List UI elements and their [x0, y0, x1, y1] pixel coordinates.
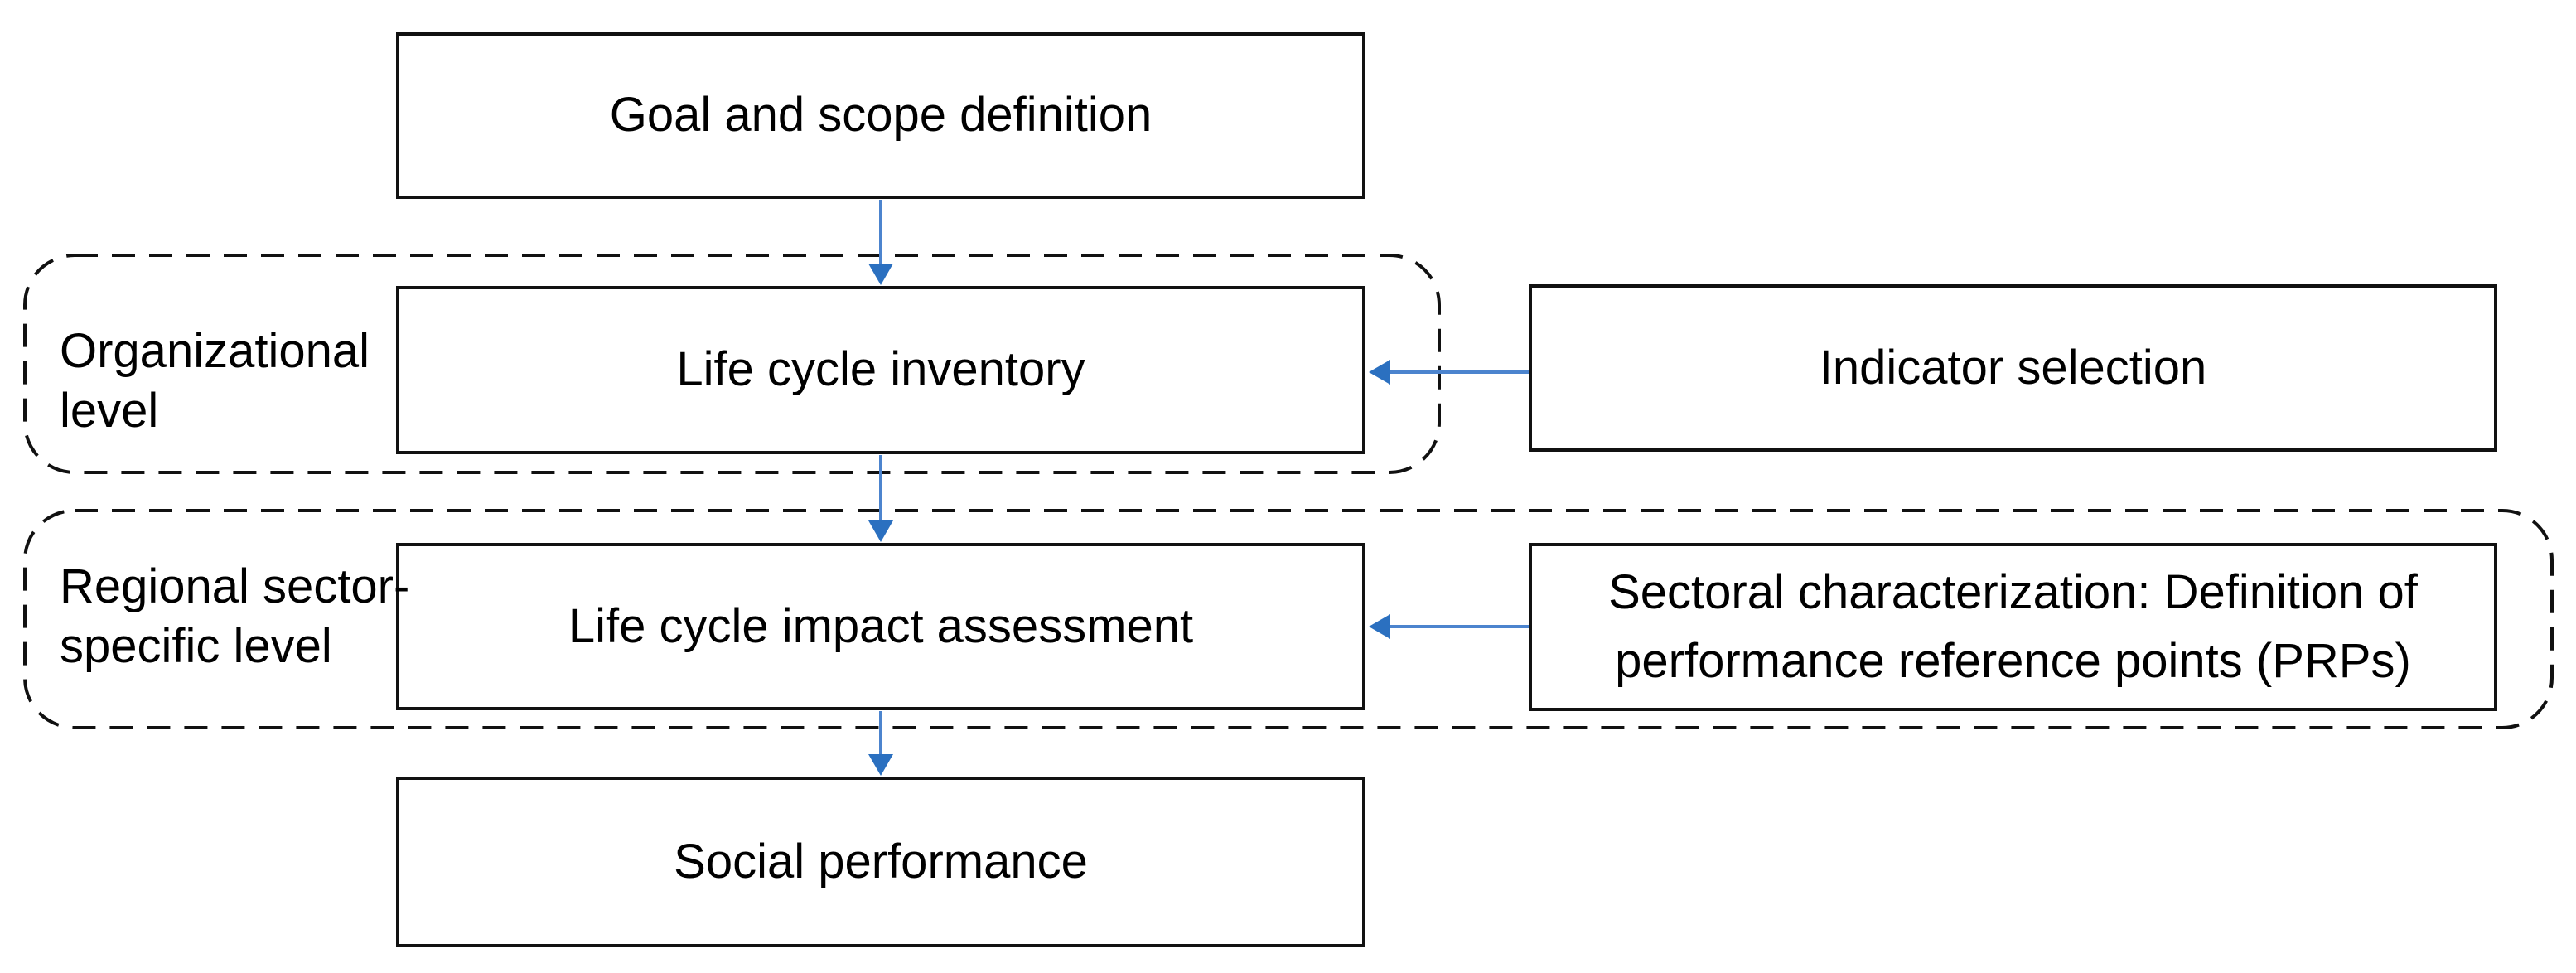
regional-level-line1: Regional sector-	[60, 559, 410, 613]
organizational-level-line2: level	[60, 383, 159, 438]
organizational-level-label: Organizational level	[60, 322, 370, 441]
social-performance-box: Social performance	[396, 777, 1365, 947]
regional-level-line2: specific level	[60, 618, 332, 673]
life-cycle-impact-assessment-label: Life cycle impact assessment	[568, 598, 1194, 653]
sectoral-characterization-line1: Sectoral characterization: Definition of	[1608, 565, 2418, 620]
goal-and-scope-label: Goal and scope definition	[609, 88, 1153, 143]
indicator-selection-label: Indicator selection	[1819, 340, 2207, 395]
life-cycle-inventory-label: Life cycle inventory	[676, 342, 1085, 397]
indicator-selection-box: Indicator selection	[1529, 284, 2497, 452]
social-performance-label: Social performance	[674, 834, 1088, 888]
sectoral-characterization-box: Sectoral characterization: Definition of…	[1529, 543, 2497, 711]
organizational-level-line1: Organizational	[60, 324, 370, 378]
goal-and-scope-box: Goal and scope definition	[396, 32, 1365, 199]
sectoral-characterization-line2: performance reference points (PRPs)	[1615, 633, 2411, 688]
regional-level-label: Regional sector- specific level	[60, 557, 409, 676]
life-cycle-impact-assessment-box: Life cycle impact assessment	[396, 543, 1365, 710]
life-cycle-inventory-box: Life cycle inventory	[396, 286, 1365, 454]
sectoral-characterization-label: Sectoral characterization: Definition of…	[1608, 559, 2418, 695]
